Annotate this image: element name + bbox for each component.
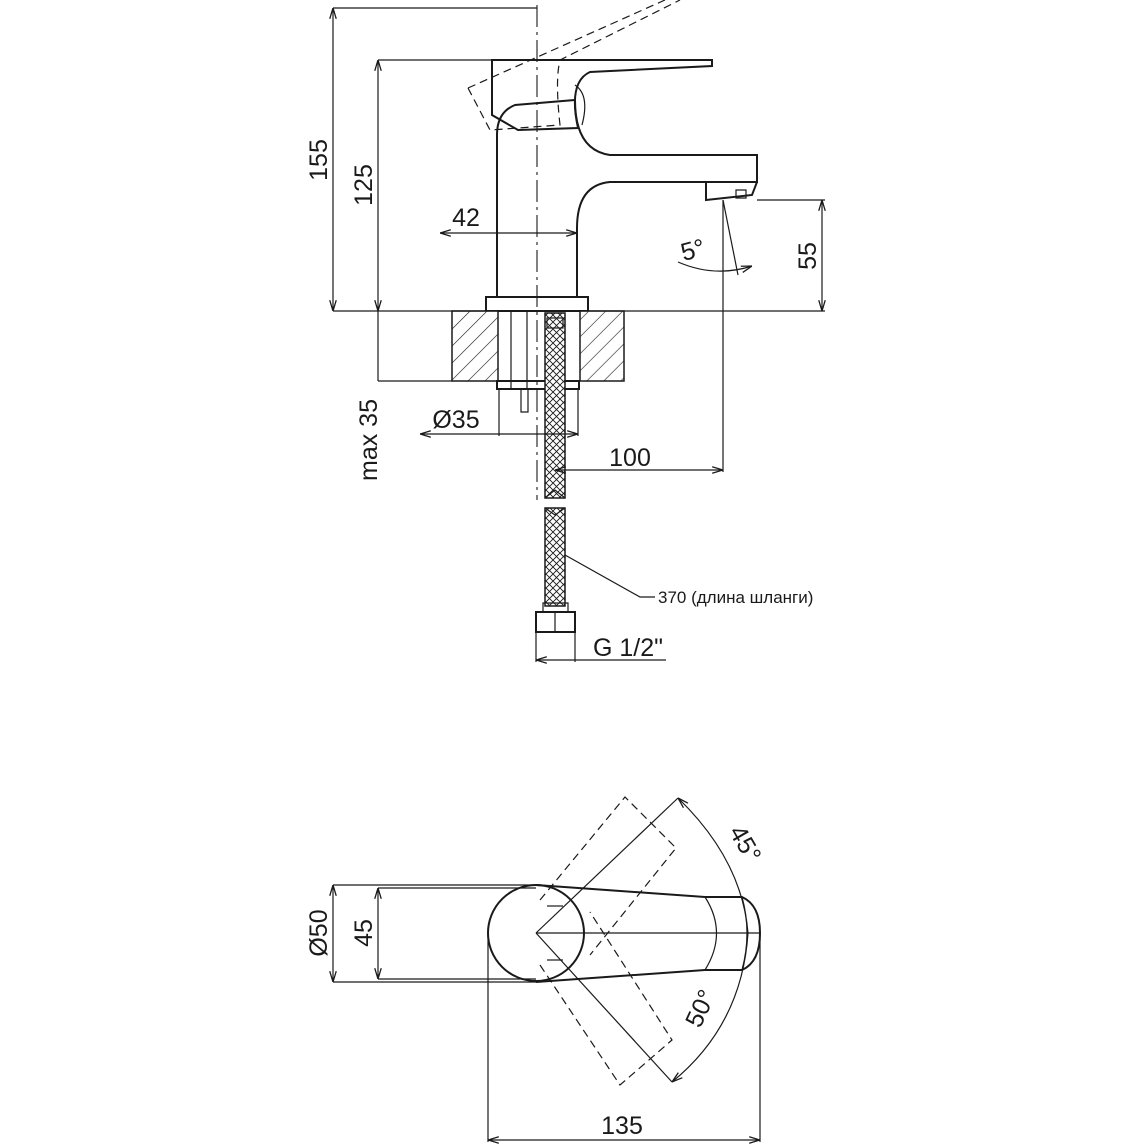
flexible-hose-upper: [544, 312, 566, 499]
dim-d50-label: Ø50: [305, 909, 333, 956]
hose-leader: [564, 554, 655, 598]
mounting-stud: [510, 310, 528, 390]
faucet-body: [496, 98, 758, 298]
aerator-detail: [735, 189, 747, 199]
dim-55-label: 55: [794, 242, 822, 270]
dim-arc-50deg: [672, 932, 749, 1082]
dim-5deg-label: 5°: [678, 234, 708, 267]
lever-cold-position: [539, 911, 673, 1086]
lever-pivot: [574, 84, 586, 126]
dim-42-label: 42: [452, 204, 480, 232]
lever-hot-position: [539, 796, 677, 956]
top-axis-down: [535, 932, 673, 1083]
hose-break-bottom: [544, 507, 566, 516]
lever-raised-outline: [467, 0, 666, 89]
spout-tilt-line: [722, 199, 739, 276]
hose-ferrule: [546, 317, 564, 329]
hose-nut-collar: [542, 602, 569, 613]
dim-45deg-label: 45°: [723, 821, 766, 868]
mounting-bolt: [520, 389, 529, 413]
hose-length-note: 370 (длина шланги): [658, 588, 813, 607]
hose-break-top: [544, 489, 566, 499]
dim-max35-label: max 35: [355, 399, 383, 481]
dim-45-label: 45: [350, 919, 378, 947]
spout-aerator: [705, 181, 758, 202]
side-view: 155 125 42 5° 55 max 35 Ø35 100 370 (дли…: [305, 0, 825, 662]
dim-135-label: 135: [601, 1112, 643, 1140]
dim-arc-45deg: [678, 798, 749, 934]
dim-d35-label: Ø35: [432, 406, 479, 434]
countertop-right: [579, 310, 625, 382]
lever-handle: [491, 59, 713, 132]
dim-100-label: 100: [609, 444, 651, 472]
lever-raised-outline-2: [467, 0, 681, 131]
dim-50deg-label: 50°: [680, 986, 721, 1032]
countertop-left: [451, 310, 499, 382]
thread-label: G 1/2": [593, 634, 663, 662]
mounting-washer: [496, 380, 580, 390]
dim-arc-5deg: [677, 261, 752, 271]
dim-155-label: 155: [305, 139, 333, 181]
dim-125-label: 125: [350, 164, 378, 206]
flexible-hose-lower: [544, 507, 566, 607]
top-axis-up: [535, 797, 679, 934]
top-view: Ø50 45 45° 50° 135: [305, 796, 767, 1142]
